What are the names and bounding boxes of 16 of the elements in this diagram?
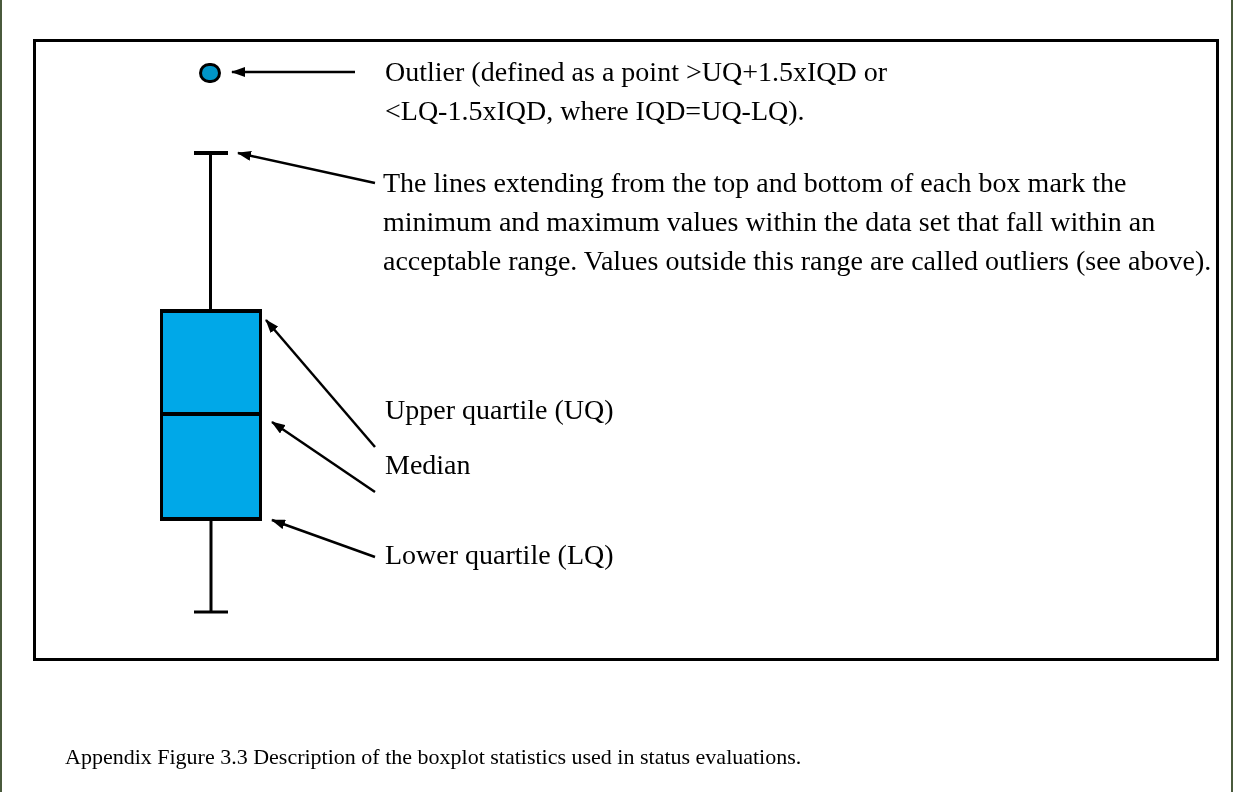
lower-quartile-label: Lower quartile (LQ)	[385, 535, 715, 574]
arrow	[271, 420, 376, 494]
whisker-line	[209, 155, 212, 309]
arrow	[237, 150, 376, 185]
outlier-description: Outlier (defined as a point >UQ+1.5xIQD or <LQ-1.5xIQD, where IQD=UQ-LQ).	[385, 52, 955, 130]
whisker-description: The lines extending from the top and bottom of each box mark the minimum and maximum values within the data set that fall within an acceptable range. Values outside this range are called outliers (see above).	[383, 163, 1223, 280]
figure-caption: Appendix Figure 3.3 Description of the boxplot statistics used in status evaluations.	[65, 745, 803, 769]
arrow	[231, 67, 355, 77]
box-upper-edge	[160, 309, 262, 313]
upper-quartile-label: Upper quartile (UQ)	[385, 390, 715, 429]
arrow	[271, 518, 376, 559]
median-label: Median	[385, 445, 585, 484]
outlier-point	[199, 63, 221, 83]
box-lower-edge	[160, 517, 262, 521]
whisker-cap	[194, 151, 228, 155]
arrow	[265, 319, 376, 448]
